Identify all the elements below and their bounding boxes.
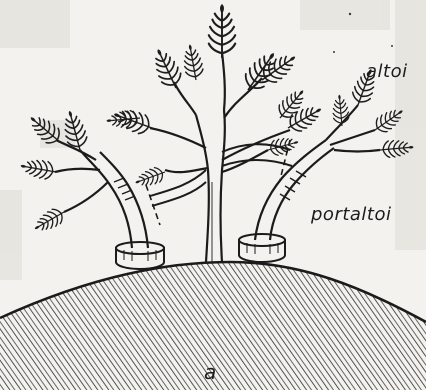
left-grafted-stem	[55, 140, 160, 248]
scion-label: altoi	[366, 63, 408, 81]
rootstock-stump-right	[239, 234, 285, 262]
panel-letter-label: a	[204, 362, 216, 382]
rootstock-label: portaltoi	[311, 206, 392, 224]
leafy-shoots	[20, 5, 414, 235]
central-tree-trunk	[150, 52, 290, 262]
rootstock-stump-left	[116, 242, 164, 269]
